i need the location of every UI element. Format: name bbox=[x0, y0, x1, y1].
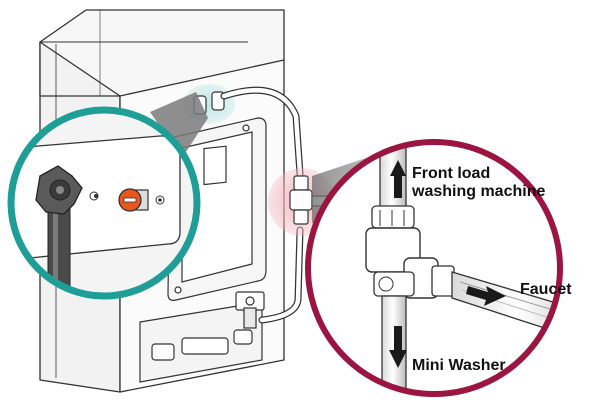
machine-base-vents bbox=[139, 301, 263, 383]
hot-water-valve-knob bbox=[118, 188, 165, 212]
label-mini-washer: Mini Washer bbox=[412, 357, 506, 374]
arrow-down-icon bbox=[389, 326, 407, 368]
rear-access-panel bbox=[167, 117, 267, 301]
zoom-beam-teal bbox=[150, 92, 208, 158]
inlet-hose bbox=[220, 86, 304, 324]
teal-magnifier bbox=[7, 106, 201, 300]
arrow-right-icon bbox=[466, 286, 506, 306]
label-faucet: Faucet bbox=[520, 281, 572, 298]
lower-inlet bbox=[235, 291, 265, 329]
label-front-load-line1: Front load bbox=[412, 165, 490, 182]
label-front-load-line2: washing machine bbox=[411, 183, 545, 200]
arrow-up-icon bbox=[390, 160, 406, 198]
